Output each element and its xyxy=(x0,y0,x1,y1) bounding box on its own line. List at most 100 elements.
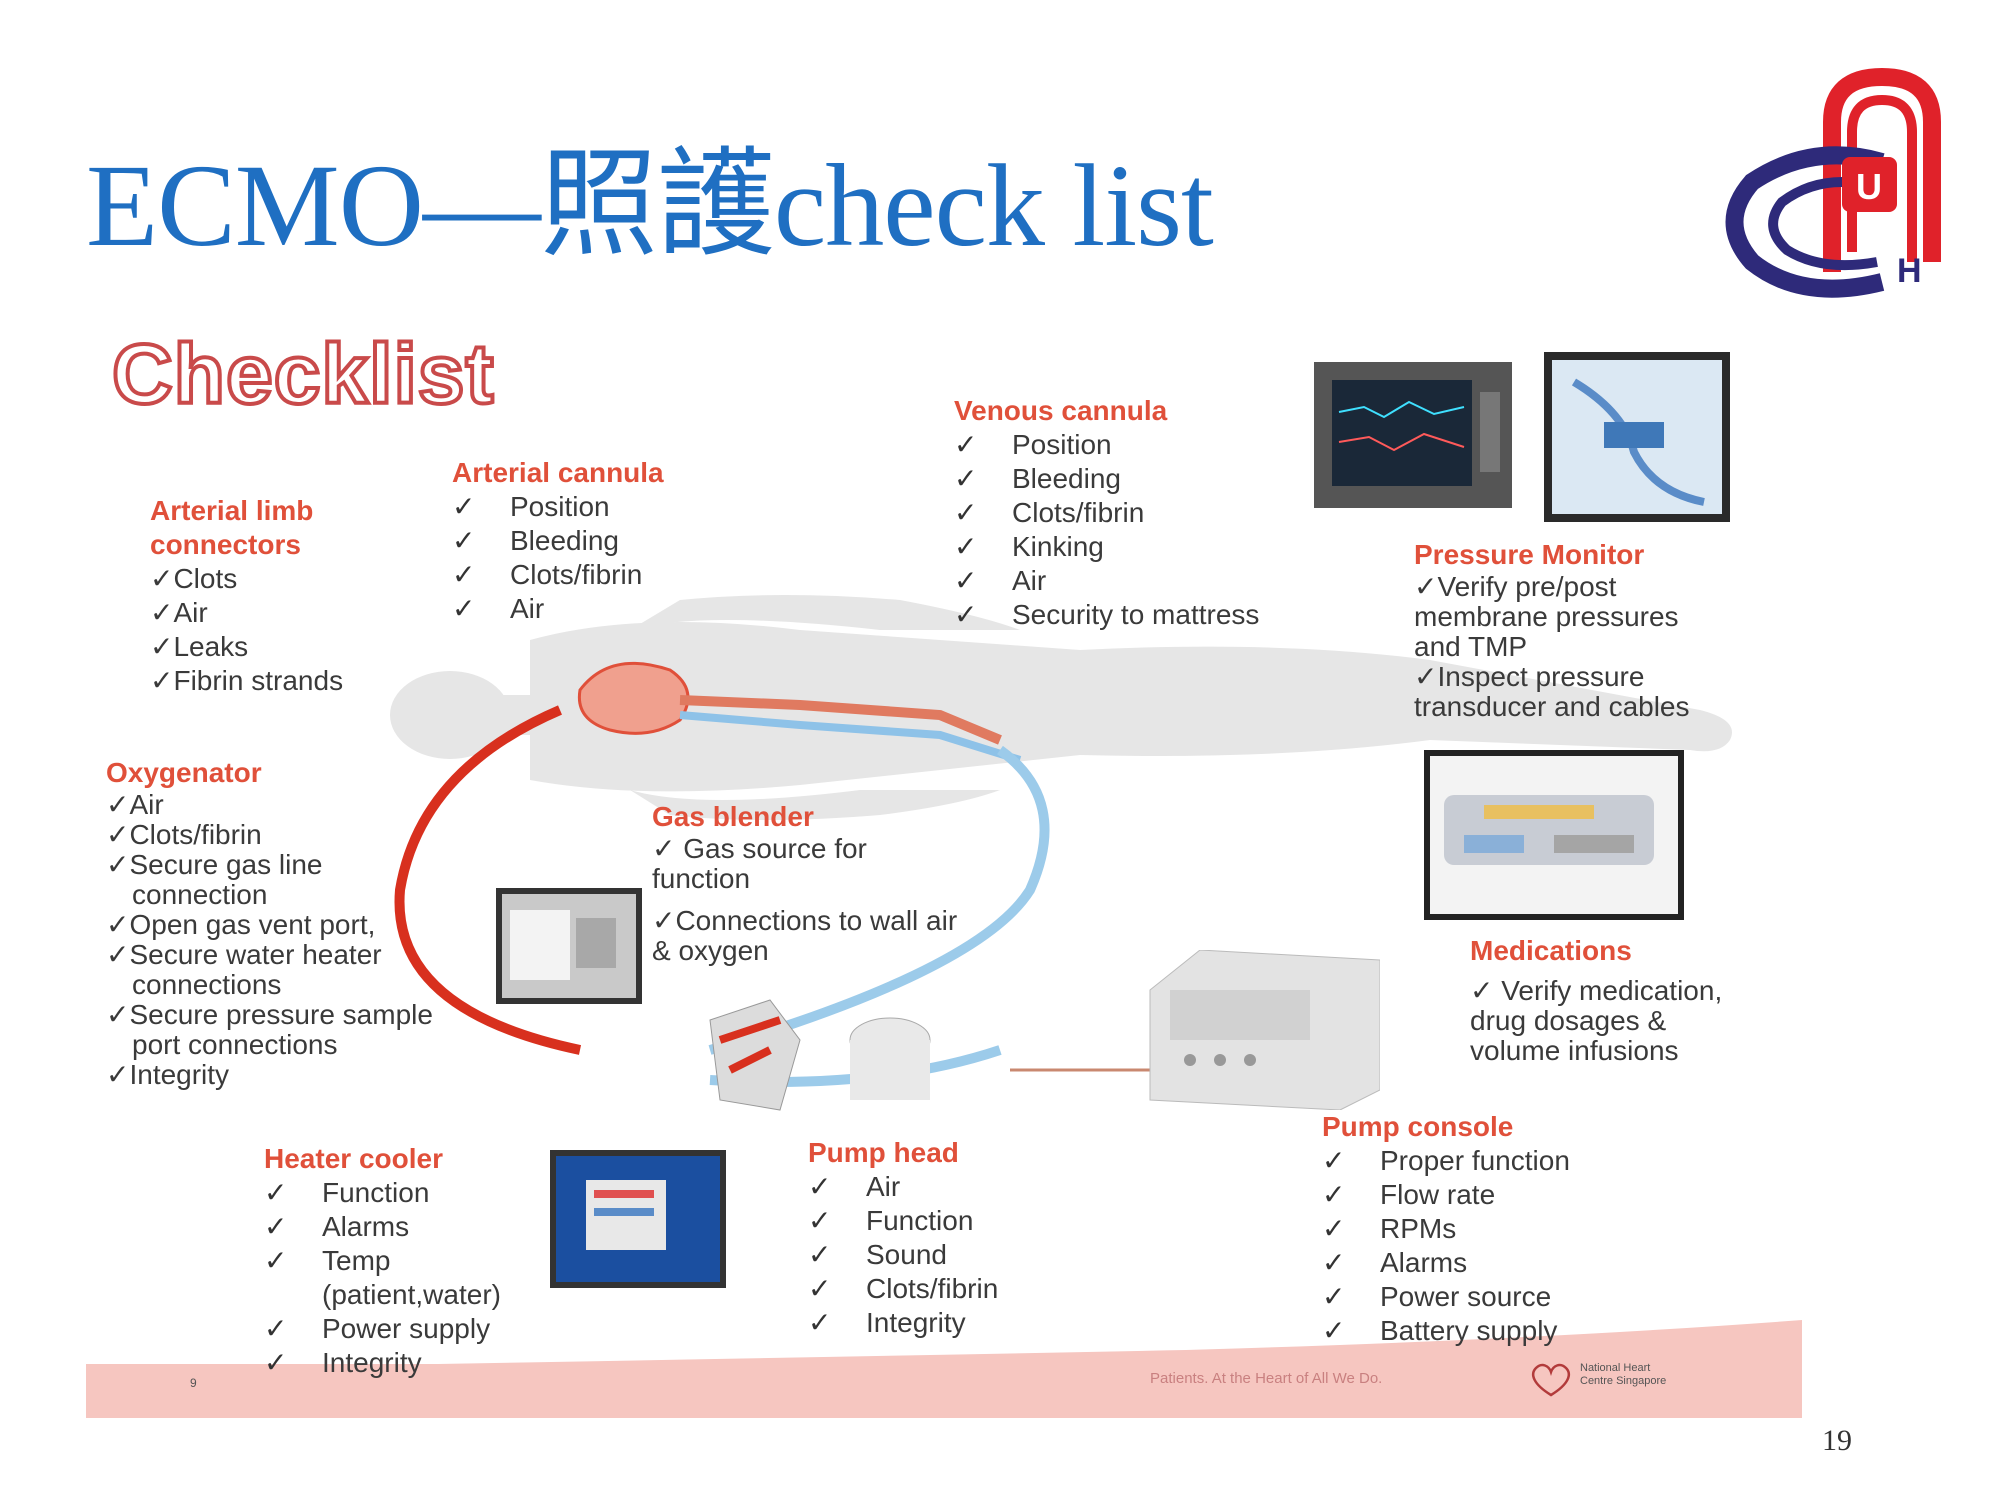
group-pump-console: Pump console ✓Proper function ✓Flow rate… xyxy=(1322,1110,1570,1348)
footer-org: National Heart Centre Singapore xyxy=(1580,1362,1666,1388)
text-line: ✓Secure water heater xyxy=(106,939,382,970)
text-line: connections xyxy=(132,969,282,1000)
heater-cooler-title: Heater cooler xyxy=(264,1143,443,1174)
logo-letter-h: H xyxy=(1897,252,1922,290)
check-icon: ✓ xyxy=(264,1211,288,1242)
text-line: ✓Integrity xyxy=(106,1059,230,1090)
pump-console-illustration xyxy=(1149,950,1380,1110)
check-icon: ✓ xyxy=(452,525,476,556)
group-heater-cooler: Heater cooler ✓Function ✓Alarms ✓Temp (p… xyxy=(264,1142,501,1380)
list-item: ✓Position xyxy=(954,429,1112,460)
footer-org-line2: Centre Singapore xyxy=(1580,1375,1667,1387)
text-line: and TMP xyxy=(1414,631,1528,662)
check-icon: ✓ xyxy=(1322,1179,1346,1210)
list-item: ✓Alarms xyxy=(1322,1247,1468,1278)
venous-cannula-title: Venous cannula xyxy=(954,395,1168,426)
check-icon: ✓ xyxy=(452,593,476,624)
list-item: ✓Power source xyxy=(1322,1281,1552,1312)
check-icon: ✓ xyxy=(808,1239,832,1270)
list-item: ✓Security to mattress xyxy=(954,599,1260,630)
group-arterial-cannula: Arterial cannula ✓Position ✓Bleeding ✓Cl… xyxy=(452,456,664,626)
syringe-pump-photo xyxy=(1424,750,1684,920)
footer-org-line1: National Heart xyxy=(1580,1362,1651,1374)
check-icon: ✓ xyxy=(808,1307,832,1338)
text-line: ✓Clots/fibrin xyxy=(106,819,262,850)
text-line: port connections xyxy=(132,1029,338,1060)
check-icon: ✓ xyxy=(954,531,978,562)
panel-footer xyxy=(86,1364,1802,1418)
check-icon: ✓ xyxy=(954,599,978,630)
heater-cooler-photo xyxy=(550,1150,726,1288)
pressure-transducer-photo xyxy=(1544,352,1730,522)
text-line: ✓Secure pressure sample xyxy=(106,999,433,1030)
patient-circuit-illustration xyxy=(390,595,1732,1087)
check-icon: ✓ xyxy=(1322,1281,1346,1312)
pressure-monitor-title: Pressure Monitor xyxy=(1414,539,1645,570)
oxygenator-title: Oxygenator xyxy=(106,757,262,788)
text-line: ✓ Verify medication, xyxy=(1470,975,1723,1006)
list-item: ✓Integrity xyxy=(264,1347,422,1378)
check-icon: ✓ xyxy=(264,1347,288,1378)
list-item: (patient,water) xyxy=(322,1279,501,1310)
list-item: ✓Sound xyxy=(808,1239,947,1270)
arterial-limb-title-1: Arterial limb xyxy=(150,495,314,526)
group-medications: Medications ✓ Verify medication, drug do… xyxy=(1470,934,1722,1066)
list-item: ✓Air xyxy=(150,597,208,628)
group-oxygenator: Oxygenator ✓Air ✓Clots/fibrin ✓Secure ga… xyxy=(106,756,433,1090)
list-item: ✓Position xyxy=(452,491,610,522)
text-line: ✓Secure gas line xyxy=(106,849,323,880)
group-gas-blender: Gas blender ✓ Gas source for function ✓C… xyxy=(652,800,957,966)
check-icon: ✓ xyxy=(808,1273,832,1304)
check-icon: ✓ xyxy=(1322,1145,1346,1176)
list-item: ✓Function xyxy=(808,1205,974,1236)
list-item: ✓Power supply xyxy=(264,1313,491,1344)
text-line: volume infusions xyxy=(1470,1035,1679,1066)
list-item: ✓Clots/fibrin xyxy=(954,497,1145,528)
text-line: ✓ Gas source for xyxy=(652,833,867,864)
list-item: ✓Clots/fibrin xyxy=(452,559,643,590)
nhcs-heart-logo-icon xyxy=(1532,1363,1570,1397)
text-line: drug dosages & xyxy=(1470,1005,1667,1036)
check-icon: ✓ xyxy=(264,1245,288,1276)
check-icon: ✓ xyxy=(954,463,978,494)
check-icon: ✓ xyxy=(954,497,978,528)
list-item: ✓Air xyxy=(954,565,1047,596)
medications-title: Medications xyxy=(1470,935,1632,966)
text-line: transducer and cables xyxy=(1414,691,1690,722)
footer-page-number: 9 xyxy=(190,1376,197,1390)
check-icon: ✓ xyxy=(264,1177,288,1208)
list-item: ✓Temp xyxy=(264,1245,391,1276)
slide-title: ECMO—照護check list xyxy=(86,140,1214,271)
list-item: ✓Battery supply xyxy=(1322,1315,1558,1346)
check-icon: ✓ xyxy=(808,1171,832,1202)
list-item: ✓RPMs xyxy=(1322,1213,1457,1244)
text-line: ✓Open gas vent port, xyxy=(106,909,376,940)
arterial-limb-title-2: connectors xyxy=(150,529,301,560)
pump-console-title: Pump console xyxy=(1322,1111,1514,1142)
text-line: connection xyxy=(132,879,268,910)
group-pump-head: Pump head ✓Air ✓Function ✓Sound ✓Clots/f… xyxy=(808,1136,998,1340)
list-item: ✓Clots/fibrin xyxy=(808,1273,999,1304)
list-item: ✓Air xyxy=(808,1171,901,1202)
list-item: ✓Clots xyxy=(150,563,238,594)
check-icon: ✓ xyxy=(808,1205,832,1236)
gas-blender-title: Gas blender xyxy=(652,801,814,832)
cuh-logo-icon: U H xyxy=(1725,67,1941,298)
list-item: ✓Kinking xyxy=(954,531,1104,562)
group-venous-cannula: Venous cannula ✓Position ✓Bleeding ✓Clot… xyxy=(954,394,1259,632)
text-line: & oxygen xyxy=(652,935,769,966)
check-icon: ✓ xyxy=(264,1313,288,1344)
check-icon: ✓ xyxy=(1322,1247,1346,1278)
check-icon: ✓ xyxy=(452,559,476,590)
oxygenator-pump-head-illustration xyxy=(709,999,931,1111)
text-line: ✓Inspect pressure xyxy=(1414,661,1645,692)
check-icon: ✓ xyxy=(452,491,476,522)
check-icon: ✓ xyxy=(954,565,978,596)
list-item: ✓Flow rate xyxy=(1322,1179,1496,1210)
arterial-cannula-title: Arterial cannula xyxy=(452,457,664,488)
gas-blender-photo xyxy=(496,888,642,1004)
list-item: ✓Fibrin strands xyxy=(150,665,344,696)
list-item: ✓Integrity xyxy=(808,1307,966,1338)
pump-head-title: Pump head xyxy=(808,1137,959,1168)
list-item: ✓Air xyxy=(452,593,545,624)
